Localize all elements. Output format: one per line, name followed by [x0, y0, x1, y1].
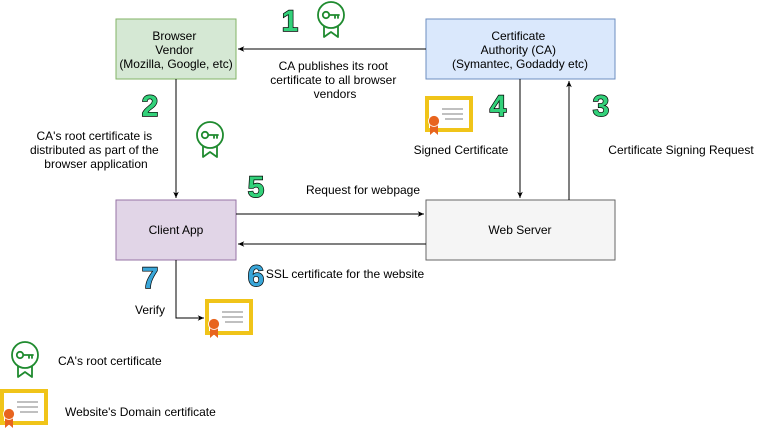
client-app-node: Client App	[115, 199, 237, 261]
label-root-distributed: CA's root certificate is distributed as …	[30, 129, 162, 171]
domain-certificate-icon	[425, 96, 473, 137]
browser-vendor-node: Browser Vendor (Mozilla, Google, etc)	[115, 18, 237, 80]
step-number-2: 2	[142, 90, 159, 123]
label-verify: Verify	[135, 303, 165, 317]
step-number-5: 5	[248, 171, 265, 204]
certificate-authority-node: Certificate Authority (CA) (Symantec, Go…	[425, 18, 616, 80]
step-number-1: 1	[282, 5, 299, 38]
legend-domain-certificate-label: Website's Domain certificate	[65, 405, 216, 419]
domain-certificate-icon	[205, 299, 253, 340]
label-csr: Certificate Signing Request	[608, 143, 754, 157]
label-request-webpage: Request for webpage	[306, 183, 420, 197]
step-number-3: 3	[593, 90, 610, 123]
web-server-node: Web Server	[425, 199, 616, 261]
label-signed-certificate: Signed Certificate	[414, 143, 509, 157]
svg-text:Web Server: Web Server	[488, 223, 551, 237]
label-ssl-certificate: SSL certificate for the website	[266, 267, 425, 281]
domain-certificate-icon	[0, 389, 48, 430]
svg-text:Browser Vendor (Mo: Browser Vendor (Mozilla, Google, etc)	[119, 29, 232, 71]
svg-text:Client App: Client App	[149, 223, 204, 237]
edge-client-verify	[175, 260, 204, 321]
legend-root-certificate-label: CA's root certificate	[58, 354, 162, 368]
root-certificate-icon	[196, 121, 224, 158]
svg-text:Certificate Authority (C: Certificate Authority (CA) (Symantec, Go…	[452, 29, 588, 71]
step-number-6: 6	[248, 260, 265, 293]
step-number-7: 7	[142, 262, 159, 295]
root-certificate-icon	[11, 341, 39, 378]
label-ca-publishes: CA publishes its root certificate to all…	[270, 59, 399, 101]
root-certificate-icon	[317, 1, 345, 38]
step-number-4: 4	[490, 90, 507, 123]
